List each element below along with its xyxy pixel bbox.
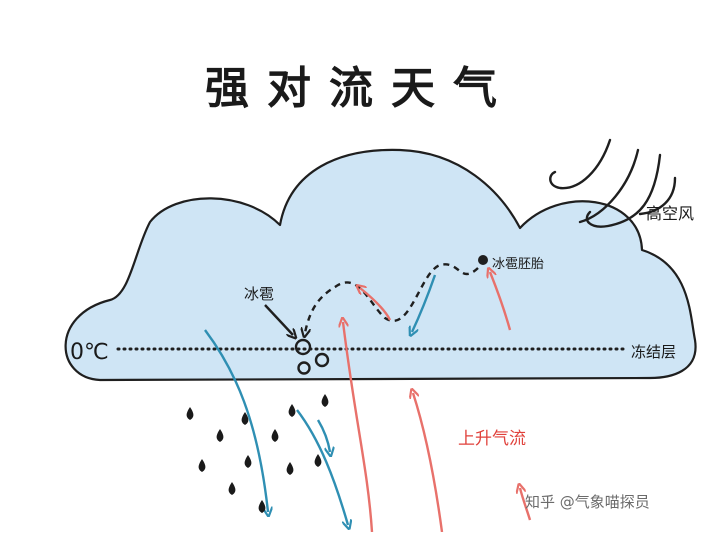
hail-embryo-label: 冰雹胚胎 <box>492 257 545 272</box>
raindrop <box>286 462 294 475</box>
wind-swirls <box>549 138 677 228</box>
raindrop <box>314 454 322 467</box>
hail-label: 冰雹 <box>244 285 275 303</box>
raindrop <box>271 429 279 442</box>
hail-trajectory <box>305 263 479 333</box>
diagram-title: 强对流天气 <box>205 63 515 114</box>
watermark: 知乎 @气象喵探员 <box>525 493 650 511</box>
updraft-arrow-1 <box>343 322 374 533</box>
zero-celsius-label: 0℃ <box>70 340 109 365</box>
hail-embryo-dot <box>478 255 488 265</box>
freezing-level-label: 冻结层 <box>631 343 677 361</box>
raindrop <box>244 455 252 468</box>
downdraft-arrow-3 <box>316 419 330 452</box>
hail-pointer-arrow <box>264 304 293 335</box>
raindrops <box>186 394 329 513</box>
raindrop <box>258 500 266 513</box>
updraft-arrow-2 <box>413 393 444 533</box>
updraft-arrow-3 <box>520 488 532 521</box>
hailstones <box>294 338 330 375</box>
high-wind-label: 高空风 <box>646 204 695 223</box>
cumulonimbus-cloud <box>64 148 697 382</box>
raindrop <box>228 482 236 495</box>
raindrop <box>198 459 206 472</box>
updraft-arrow-small-2 <box>490 272 512 331</box>
downdraft-arrow-small <box>412 274 437 332</box>
raindrop <box>186 407 194 420</box>
updraft-arrow-small-1 <box>360 288 392 321</box>
downdraft-arrow-1 <box>204 329 268 512</box>
raindrop <box>216 429 224 442</box>
raindrop <box>241 412 249 425</box>
raindrop <box>321 394 329 407</box>
raindrop <box>288 404 296 417</box>
downdraft-arrow-2 <box>296 409 348 525</box>
updraft-label: 上升气流 <box>458 429 526 449</box>
